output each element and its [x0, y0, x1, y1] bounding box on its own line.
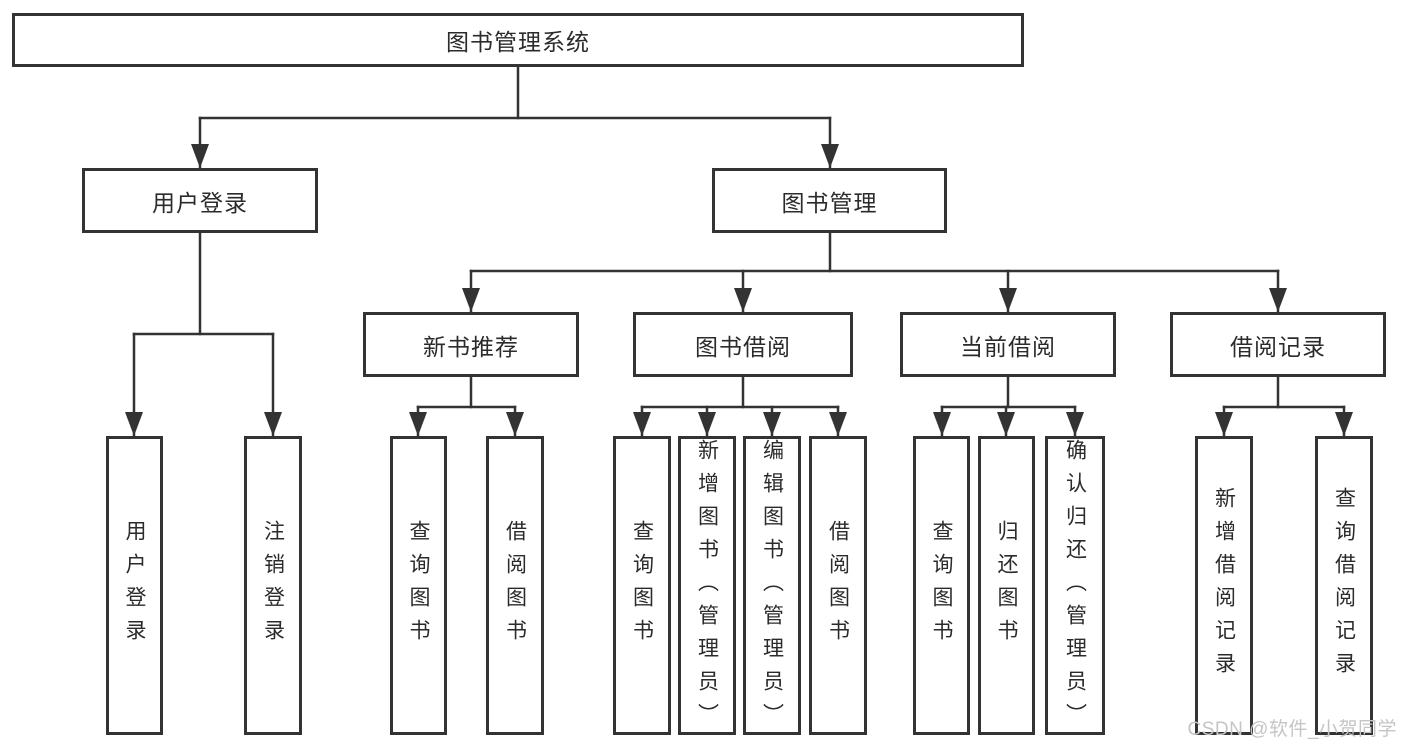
- leaf-current-confirm-label: 确认归还（管理员）: [1063, 439, 1087, 736]
- leaf-records-query-label: 查询借阅记录: [1332, 486, 1356, 685]
- node-book-mgmt: 图书管理: [712, 168, 947, 233]
- node-user-login: 用户登录: [82, 168, 318, 233]
- leaf-current-query: 查询图书: [913, 436, 970, 735]
- leaf-current-return-label: 归还图书: [995, 519, 1018, 652]
- node-current: 当前借阅: [900, 312, 1116, 377]
- leaf-current-return: 归还图书: [978, 436, 1035, 735]
- node-root-label: 图书管理系统: [446, 29, 590, 55]
- leaf-user-login-label: 用户登录: [123, 519, 146, 652]
- leaf-current-query-label: 查询图书: [930, 519, 953, 652]
- leaf-logout-label: 注销登录: [261, 519, 285, 652]
- leaf-new-book-borrow: 借阅图书: [486, 436, 544, 735]
- csdn-watermark: CSDN @软件_小贺同学: [1187, 719, 1397, 740]
- leaf-borrow-query: 查询图书: [613, 436, 671, 735]
- leaf-records-add: 新增借阅记录: [1195, 436, 1253, 735]
- node-records-label: 借阅记录: [1230, 333, 1326, 360]
- node-borrow: 图书借阅: [633, 312, 853, 377]
- node-records: 借阅记录: [1170, 312, 1386, 377]
- leaf-borrow-edit-label: 编辑图书（管理员）: [760, 439, 784, 736]
- leaf-borrow-add: 新增图书（管理员）: [678, 436, 736, 736]
- leaf-new-book-query: 查询图书: [390, 436, 447, 735]
- leaf-logout: 注销登录: [244, 436, 302, 735]
- node-new-book: 新书推荐: [363, 312, 579, 377]
- node-user-login-label: 用户登录: [152, 189, 248, 216]
- leaf-borrow-borrow: 借阅图书: [809, 436, 867, 735]
- leaf-borrow-add-label: 新增图书（管理员）: [695, 439, 719, 736]
- node-book-mgmt-label: 图书管理: [781, 189, 878, 216]
- node-current-label: 当前借阅: [960, 333, 1056, 360]
- leaf-records-query: 查询借阅记录: [1315, 436, 1373, 735]
- leaf-borrow-edit: 编辑图书（管理员）: [743, 436, 801, 736]
- leaf-new-book-borrow-label: 借阅图书: [503, 519, 527, 652]
- leaf-current-confirm: 确认归还（管理员）: [1045, 436, 1105, 736]
- leaf-user-login: 用户登录: [106, 436, 163, 735]
- leaf-borrow-query-label: 查询图书: [630, 519, 654, 652]
- leaf-new-book-query-label: 查询图书: [407, 519, 430, 652]
- node-root: 图书管理系统: [12, 13, 1024, 67]
- node-borrow-label: 图书借阅: [695, 333, 791, 360]
- node-new-book-label: 新书推荐: [423, 333, 519, 360]
- leaf-borrow-borrow-label: 借阅图书: [826, 519, 850, 652]
- leaf-records-add-label: 新增借阅记录: [1212, 486, 1236, 685]
